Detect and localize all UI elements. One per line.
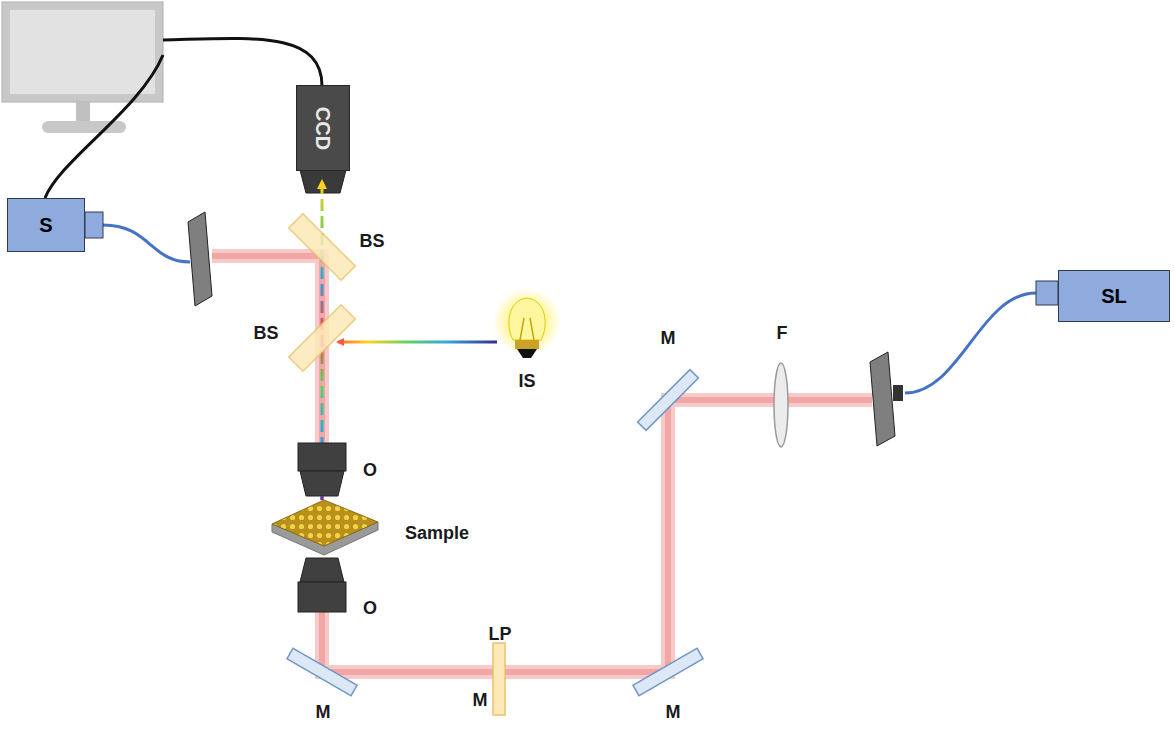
mirror: [638, 370, 699, 431]
part-label: F: [777, 323, 788, 344]
fiber-connector: [893, 385, 903, 401]
part-label: M: [473, 690, 488, 711]
node-label: SL: [1101, 285, 1127, 308]
fiber-coupler: [188, 212, 212, 306]
part-label: LP: [488, 624, 511, 645]
part-label: BS: [359, 231, 384, 252]
objective: [298, 443, 346, 496]
part-label: Sample: [405, 523, 469, 544]
fiber: [103, 225, 190, 262]
spectrometer-box: S: [7, 198, 85, 252]
fiber: [905, 293, 1036, 393]
lamp: [493, 288, 561, 358]
filter: [774, 363, 788, 447]
part-label: O: [363, 460, 377, 481]
objective: [298, 558, 346, 612]
part-label: M: [661, 328, 676, 349]
mirror: [287, 648, 357, 695]
port: [85, 212, 103, 238]
part-label: IS: [518, 371, 535, 392]
ccd-camera: CCD: [296, 85, 350, 171]
beam-splitter: [289, 305, 355, 371]
node-label: CCD: [312, 106, 335, 149]
laser-source-box: SL: [1058, 270, 1170, 322]
part-label: M: [666, 702, 681, 723]
part-label: M: [316, 702, 331, 723]
port: [1036, 281, 1058, 305]
part-label: BS: [253, 323, 278, 344]
beam-splitter: [289, 214, 355, 280]
node-label: S: [39, 214, 52, 237]
white-light: [338, 341, 497, 344]
part-label: O: [363, 598, 377, 619]
polarizer: [493, 643, 505, 715]
sample: [272, 500, 378, 555]
cable: [45, 55, 163, 198]
laser-beam: [212, 256, 872, 672]
cable: [163, 38, 322, 86]
fiber-coupler: [870, 352, 895, 446]
monitor: [2, 2, 163, 133]
mirror: [633, 648, 703, 695]
